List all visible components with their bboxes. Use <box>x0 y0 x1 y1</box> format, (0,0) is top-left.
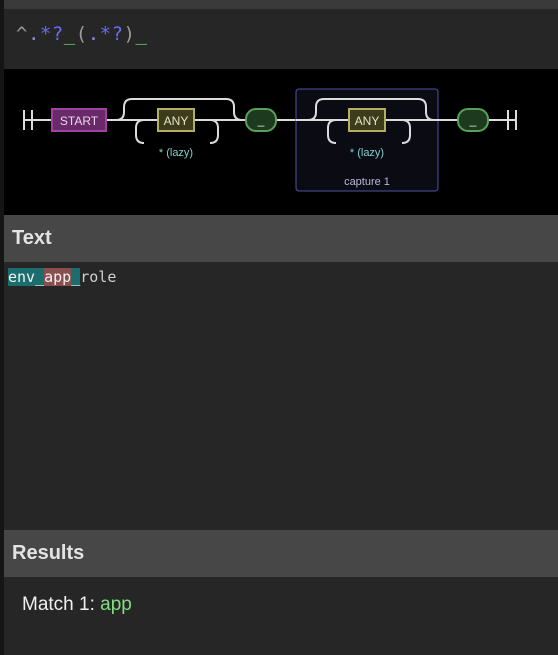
regex-token-anchor: ^ <box>16 23 28 45</box>
test-text-line[interactable]: env_app_role <box>8 267 116 287</box>
results-section-title: Results <box>12 542 85 564</box>
lazy-label-1: * (lazy) <box>159 147 193 159</box>
text-section-title: Text <box>12 227 52 249</box>
regex-token-group: ( <box>75 23 88 45</box>
regex-token-lit: _ <box>135 23 148 45</box>
start-node <box>51 108 107 132</box>
railroad-svg: START ANY * (lazy) _ ANY * (lazy) captur… <box>23 88 517 192</box>
text-section-header: Text <box>4 215 558 262</box>
left-edge <box>0 0 4 655</box>
regex-token-any: . <box>27 23 40 45</box>
match-highlight: env_ <box>8 268 45 286</box>
match-highlight: app <box>44 268 72 286</box>
any-label-2: ANY <box>355 114 380 128</box>
regex-input-bar[interactable]: ^.*?_(.*?)_ <box>4 9 558 69</box>
start-label: START <box>60 114 99 128</box>
match-label: Match 1: <box>22 594 95 615</box>
results-area: Match 1: app <box>4 577 558 655</box>
results-section-header: Results <box>4 530 558 577</box>
match-value: app <box>100 594 132 615</box>
lazy-label-2: * (lazy) <box>350 147 384 159</box>
literal-label-1: _ <box>257 113 265 127</box>
match-line: Match 1: app <box>22 594 132 616</box>
regex-token-quant: *? <box>39 23 64 45</box>
regex-token-quant: *? <box>99 23 124 45</box>
literal-node-1 <box>245 108 277 132</box>
any-label-1: ANY <box>164 114 189 128</box>
capture-group-box <box>295 88 439 192</box>
match-highlight: _ <box>71 268 81 286</box>
plain-text: role <box>80 268 117 286</box>
capture-label: capture 1 <box>344 176 390 188</box>
regex-token-lit: _ <box>63 23 76 45</box>
regex-expression[interactable]: ^.*?_(.*?)_ <box>16 23 147 45</box>
regex-token-any: . <box>87 23 100 45</box>
test-text-area[interactable]: env_app_role <box>4 262 558 530</box>
literal-node-2 <box>457 108 489 132</box>
regex-token-group: ) <box>123 23 136 45</box>
any-node-2 <box>348 108 386 132</box>
literal-label-2: _ <box>469 113 477 127</box>
top-strip <box>0 0 558 9</box>
any-node-1 <box>157 108 195 132</box>
railroad-diagram: START ANY * (lazy) _ ANY * (lazy) captur… <box>4 69 558 215</box>
